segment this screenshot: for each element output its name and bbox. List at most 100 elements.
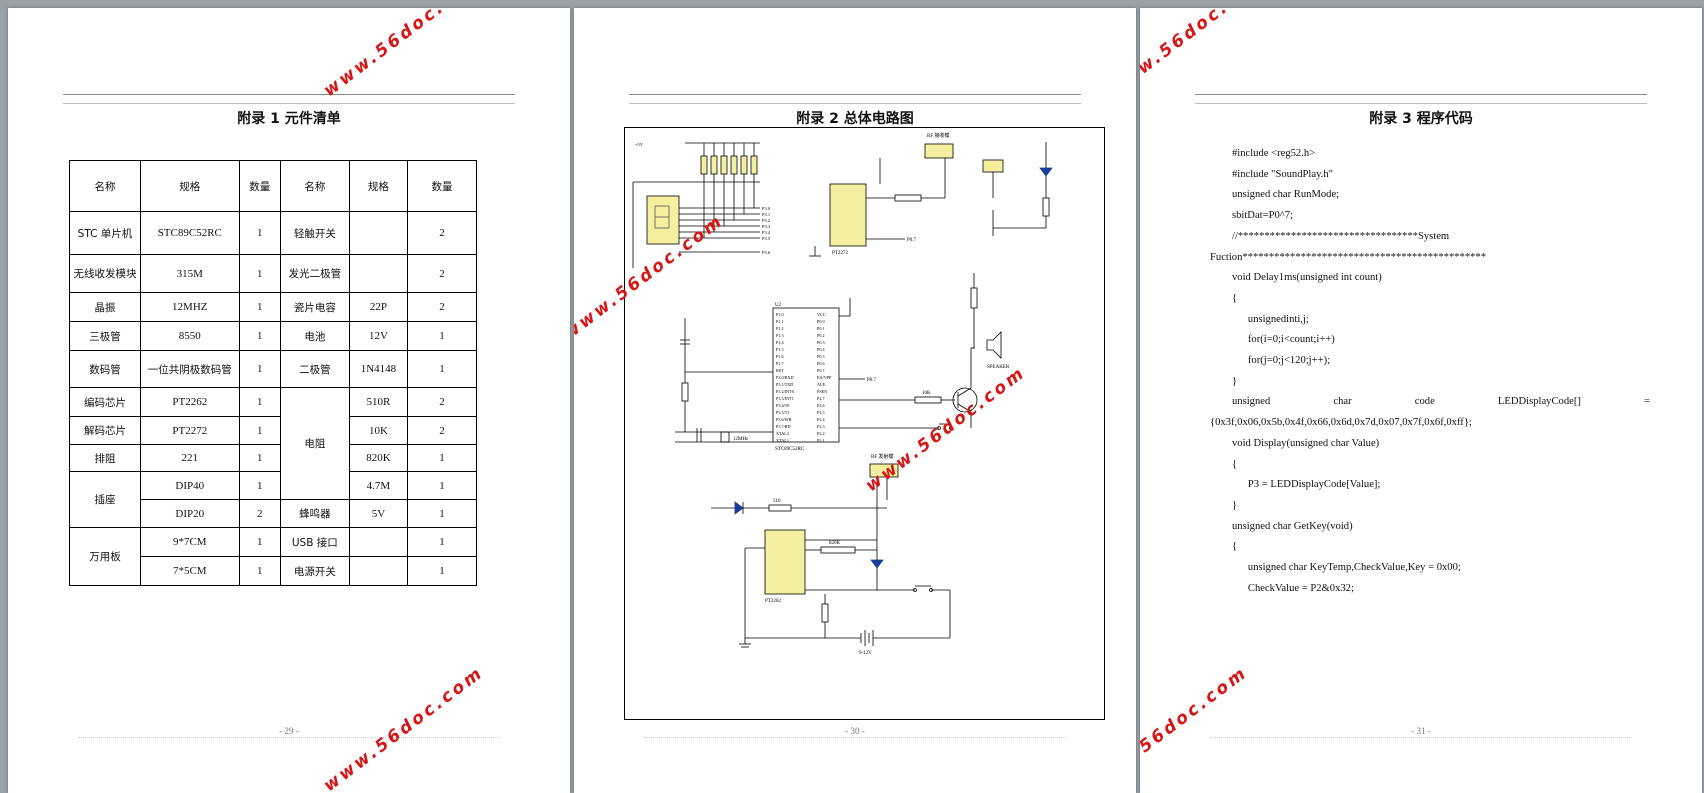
code-line: //**********************************Syst… [1232,230,1450,242]
usb-connector [982,159,1004,173]
svg-text:PSEN: PSEN [817,389,827,394]
code-line: unsigned char RunMode; [1232,189,1340,201]
table-row: 万用板 9*7CM 1 USB 接口 1 [69,527,477,586]
table-cell: 数码管 [69,350,141,388]
code-line: unsignedinti,j; [1232,313,1309,325]
table-cell: 1 [238,556,281,586]
code-line: P3 = LEDDisplayCode[Value]; [1232,479,1381,491]
table-row: 晶振 12MHZ 1 瓷片电容 22P 2 [69,292,477,322]
led-d1-icon [734,501,744,515]
table-cell: PT2272 [140,416,240,445]
page-title: 附录 2 总体电路图 [796,111,914,127]
page-title: 附录 3 程序代码 [1369,111,1473,127]
table-cell: 10K [348,416,409,445]
svg-text:P3.0/RXD: P3.0/RXD [776,375,794,380]
page-number: - 30 - [845,726,865,736]
table-cell: 1 [407,321,477,351]
svg-text:P3.5/T1: P3.5/T1 [776,410,789,415]
seven-segment-display [646,195,680,245]
table-cell: 2 [407,387,477,417]
parts-list-table: 名称 规格 数量 名称 规格 数量 STC 单片机 STC89C52RC 1 轻… [69,160,477,586]
pt2262-chip [764,529,806,595]
table-cell [348,254,409,293]
svg-text:P1.1: P1.1 [776,319,784,324]
document-page-30: 附录 2 总体电路图 P3.0 [574,8,1136,793]
table-cell: 1 [238,292,281,322]
table-cell: 1 [238,527,281,557]
svg-text:P3.0: P3.0 [762,206,771,211]
table-cell: 1 [407,556,477,586]
svg-text:10K: 10K [922,391,931,396]
svg-text:P1.7: P1.7 [776,361,784,366]
table-cell: 7*5CM [140,556,240,586]
table-cell: STC89C52RC [140,211,240,255]
svg-text:P3.4: P3.4 [762,230,771,235]
svg-text:P0.4: P0.4 [817,347,825,352]
watermark-text: www.56doc.com [1140,8,1272,101]
header-rule [63,94,515,104]
table-cell: 2 [407,254,477,293]
code-line: #include "SoundPlay.h" [1232,168,1333,180]
svg-text:VCC: VCC [817,312,826,317]
table-cell: DIP40 [140,471,240,500]
table-cell: 发光二极管 [279,254,350,293]
circuit-schematic: P3.0 P3.1 P3.2 P3.3 P3.4 P3.5 P3.6 +5V P… [624,127,1105,720]
svg-text:RF 接收模: RF 接收模 [927,132,949,139]
table-cell: 1 [407,350,477,388]
svg-text:P2.7: P2.7 [817,396,825,401]
svg-text:P1.3: P1.3 [776,333,784,338]
svg-text:9-12V: 9-12V [859,651,872,656]
table-cell: 315M [140,254,240,293]
svg-text:P0.7: P0.7 [867,378,877,383]
svg-text:P3.2: P3.2 [762,218,770,223]
svg-text:SPEAKER: SPEAKER [987,365,1010,370]
svg-text:STC89C52RC: STC89C52RC [775,447,805,452]
table-cell: 12MHZ [140,292,240,322]
table-cell: 221 [140,444,240,472]
table-cell: 2 [238,499,281,528]
header-rule [1195,94,1647,104]
table-row: 数码管 一位共阴极数码管 1 二极管 1N4148 1 [69,350,477,388]
svg-text:P1.2: P1.2 [776,326,784,331]
table-header-cell: 数量 [407,160,477,212]
table-row: STC 单片机 STC89C52RC 1 轻触开关 2 [69,211,477,255]
code-line: CheckValue = P2&0x32; [1232,582,1354,594]
svg-text:P3.5: P3.5 [762,236,771,241]
table-cell: 1 [238,254,281,293]
table-cell: 4.7M [348,471,409,500]
table-cell: 1 [238,321,281,351]
svg-text:P2.5: P2.5 [817,410,825,415]
table-cell: 510R [348,387,409,417]
code-line: void Delay1ms(unsigned int count) [1232,272,1382,284]
code-line: { [1232,292,1238,304]
table-cell: 5V [348,499,409,528]
code-line: #include <reg52.h> [1232,148,1316,159]
table-cell: 1 [238,387,281,417]
speaker-icon [986,331,1002,359]
table-cell: 1 [407,499,477,528]
table-row: 三极管 8550 1 电池 12V 1 [69,321,477,351]
table-row: 解码芯片 PT2272 1 10K 2 [69,416,477,445]
table-cell: 2 [407,211,477,255]
stc89c52-chip [772,307,840,443]
svg-text:RST: RST [776,368,784,373]
svg-text:PT2272: PT2272 [832,251,848,256]
document-page-31: 附录 3 程序代码 #include <reg52.h> #include "S… [1140,8,1702,793]
table-cell: 三极管 [69,321,141,351]
svg-text:P3.3: P3.3 [762,224,771,229]
svg-text:P3.7/RD: P3.7/RD [776,424,791,429]
table-header-cell: 名称 [279,160,350,212]
table-header-cell: 名称 [69,160,141,212]
table-cell: 瓷片电容 [279,292,350,322]
code-line: for(j=0;j<120;j++); [1232,355,1331,367]
footer-rule [1210,737,1632,738]
svg-text:P1.5: P1.5 [776,347,784,352]
svg-text:820K: 820K [829,541,841,546]
page-title: 附录 1 元件清单 [237,111,341,127]
rf-receiver-module [924,143,954,159]
crystal-12mhz [720,431,730,443]
svg-text:ALE: ALE [817,382,826,387]
table-cell: 排阻 [69,444,141,472]
watermark-text: www.56doc.com [319,8,488,101]
code-line: unsigned char code LEDDisplayCode[] = [1232,396,1650,408]
